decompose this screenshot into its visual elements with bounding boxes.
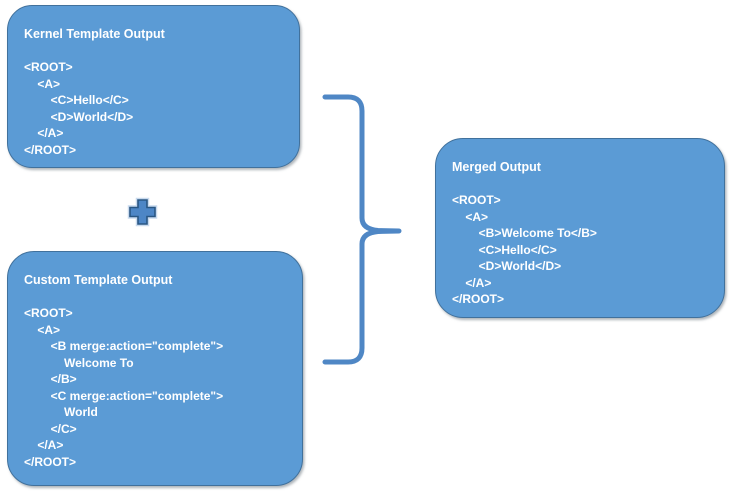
kernel-box-title: Kernel Template Output (24, 27, 165, 41)
merged-output-box: Merged Output <ROOT> <A> <B>Welcome To</… (435, 138, 725, 318)
custom-box-code: <ROOT> <A> <B merge:action="complete"> W… (24, 306, 224, 469)
custom-template-output-box: Custom Template Output <ROOT> <A> <B mer… (7, 251, 303, 486)
right-curly-brace-icon (322, 94, 402, 365)
merged-box-code: <ROOT> <A> <B>Welcome To</B> <C>Hello</C… (452, 193, 597, 306)
custom-box-title: Custom Template Output (24, 273, 173, 287)
merged-box-title: Merged Output (452, 160, 541, 174)
kernel-template-output-box: Kernel Template Output <ROOT> <A> <C>Hel… (7, 5, 300, 168)
kernel-box-code: <ROOT> <A> <C>Hello</C> <D>World</D> </A… (24, 60, 134, 157)
plus-icon (127, 197, 158, 227)
